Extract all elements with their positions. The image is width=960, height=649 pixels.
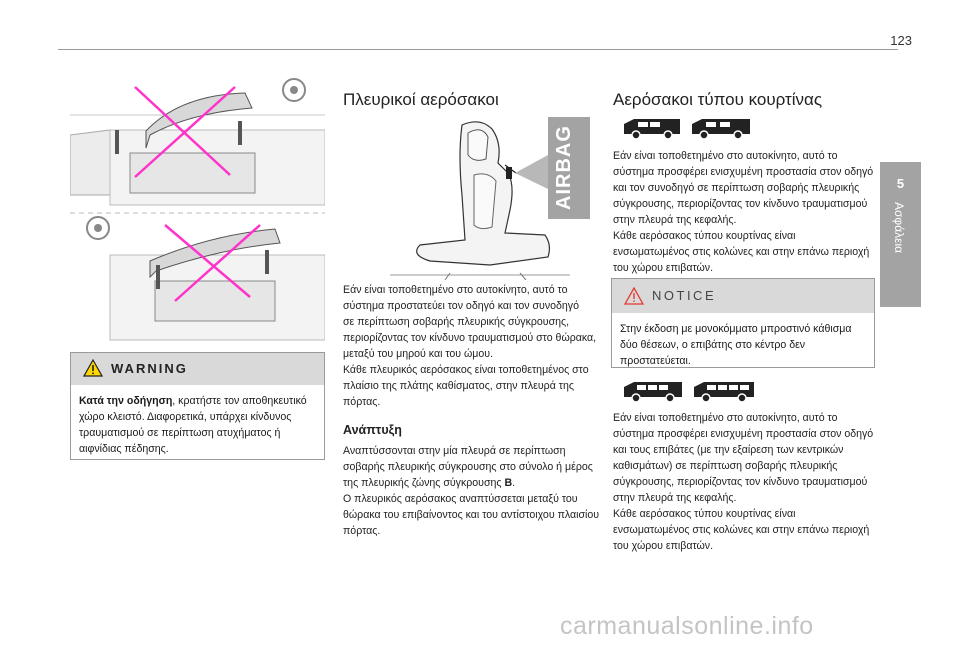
paragraph-line: Εάν είναι τοποθετημένο στο αυτοκίνητο, α… bbox=[613, 150, 838, 162]
paragraph-line: Κάθε πλευρικός αερόσακος είναι τοποθετημ… bbox=[343, 364, 589, 376]
airbag-label: AIRBAG bbox=[553, 125, 575, 211]
notice-triangle-icon bbox=[624, 287, 644, 305]
notice-line: προστατεύεται. bbox=[620, 355, 691, 367]
chapter-label: Ασφάλεια bbox=[892, 202, 906, 254]
deployment-heading: Ανάπτυξη bbox=[343, 423, 402, 437]
chapter-number: 5 bbox=[896, 176, 905, 191]
paragraph-line: Εάν είναι τοποθετημένο στο αυτοκίνητο, α… bbox=[343, 284, 568, 296]
paragraph-line: Αναπτύσσονται στην μία πλευρά σε περίπτω… bbox=[343, 445, 566, 457]
paragraph-line: της πλευρικής ζώνης σύγκρουσης bbox=[343, 477, 505, 489]
long-van-icon bbox=[624, 382, 682, 403]
warning-line: τραυματισμού σε περίπτωση ατυχήματος ή bbox=[79, 427, 281, 439]
warning-text: Κατά την οδήγηση, κρατήστε τον αποθηκευτ… bbox=[79, 393, 319, 457]
short-van-icon bbox=[624, 119, 680, 140]
paragraph-line: περιορίζοντας τον κίνδυνο τραυματισμού σ… bbox=[343, 332, 597, 344]
paragraph-line: θώρακα του επιβαίνοντος και του αντίστοι… bbox=[343, 509, 600, 521]
notice-title: NOTICE bbox=[652, 288, 717, 303]
storage-compartment-illustration bbox=[70, 75, 325, 345]
paragraph-line: σοβαρής πλευρικής σύγκρουσης στο σύνολο … bbox=[343, 461, 593, 473]
paragraph-line: στην πλευρά της κεφαλής. bbox=[613, 214, 737, 226]
paragraph-line: σύστημα προσφέρει ενισχυμένη προστασία σ… bbox=[613, 428, 874, 440]
paragraph-line: ενσωματωμένος στις κολώνες και στην επάν… bbox=[613, 246, 870, 258]
paragraph-line: Εάν είναι τοποθετημένο στο αυτοκίνητο, α… bbox=[613, 412, 838, 424]
header-rule bbox=[58, 49, 898, 50]
punctuation: . bbox=[512, 477, 516, 489]
steering-wheel-icon-2 bbox=[86, 216, 110, 240]
short-van-icon-2 bbox=[692, 119, 750, 140]
paragraph-line: και τον συνοδηγό σε περίπτωση σοβαρής πλ… bbox=[613, 182, 860, 194]
curtain-airbags-heading: Αερόσακοι τύπου κουρτίνας bbox=[613, 90, 823, 109]
side-airbags-heading: Πλευρικοί αερόσακοι bbox=[343, 90, 499, 109]
warning-header bbox=[71, 353, 324, 385]
paragraph-line: σύγκρουσης, περιορίζοντας τον κίνδυνο τρ… bbox=[613, 476, 868, 488]
paragraph-line: σύστημα προστατεύει τον οδηγό και τον συ… bbox=[343, 300, 579, 312]
notice-box: NOTICE Στην έκδοση με μονοκόμματο μπροστ… bbox=[611, 278, 875, 368]
warning-line: , κρατήστε τον αποθηκευτικό bbox=[172, 395, 307, 407]
watermark: carmanualsonline.info bbox=[560, 612, 814, 640]
chapter-tab[interactable]: 5 Ασφάλεια bbox=[880, 162, 921, 307]
paragraph-line: Κάθε αερόσακος τύπου κουρτίνας είναι bbox=[613, 508, 796, 520]
curtain-airbags-text-a: Εάν είναι τοποθετημένο στο αυτοκίνητο, α… bbox=[613, 148, 883, 276]
notice-header bbox=[612, 279, 874, 313]
notice-line: Στην έκδοση με μονοκόμματο μπροστινό κάθ… bbox=[620, 323, 852, 335]
deployment-text: Αναπτύσσονται στην μία πλευρά σε περίπτω… bbox=[343, 443, 608, 539]
paragraph-line: στην πλευρά της κεφαλής. bbox=[613, 492, 737, 504]
paragraph-line: και τους επιβάτες (με την εξαίρεση των κ… bbox=[613, 444, 844, 456]
paragraph-line: καθισμάτων) σε περίπτωση σοβαρής πλευρικ… bbox=[613, 460, 838, 472]
steering-wheel-icon bbox=[282, 78, 306, 102]
warning-triangle-icon bbox=[83, 359, 103, 377]
warning-line: αιφνίδιας πέδησης. bbox=[79, 443, 169, 455]
paragraph-line: σύστημα προσφέρει ενισχυμένη προστασία σ… bbox=[613, 166, 874, 178]
paragraph-line: πόρτας. bbox=[343, 396, 381, 408]
zone-letter: B bbox=[504, 477, 513, 489]
warning-line: χώρο κλειστό. Διαφορετικά, υπάρχει κίνδυ… bbox=[79, 411, 292, 423]
warning-lead: Κατά την οδήγηση bbox=[79, 395, 173, 407]
long-van-icon-2 bbox=[694, 382, 754, 403]
paragraph-line: σύγκρουσης, περιορίζοντας τον κίνδυνο τρ… bbox=[613, 198, 868, 210]
paragraph-line: μεταξύ του μηρού και του ώμου. bbox=[343, 348, 494, 360]
paragraph-line: πλαίσιο της πλάτης καθίσματος, στην πλευ… bbox=[343, 380, 574, 392]
notice-line: δύο θέσεων, ο επιβάτης στο κέντρο δεν bbox=[620, 339, 806, 351]
side-airbags-text: Εάν είναι τοποθετημένο στο αυτοκίνητο, α… bbox=[343, 282, 608, 410]
paragraph-line: Κάθε αερόσακος τύπου κουρτίνας είναι bbox=[613, 230, 796, 242]
warning-title: WARNING bbox=[111, 361, 188, 376]
paragraph-line: του χώρου επιβατών. bbox=[613, 262, 714, 274]
seat-airbag-illustration bbox=[390, 117, 590, 280]
paragraph-line: Ο πλευρικός αερόσακος αναπτύσσεται μεταξ… bbox=[343, 493, 578, 505]
paragraph-line: του χώρου επιβατών. bbox=[613, 540, 714, 552]
warning-box: WARNING Κατά την οδήγηση, κρατήστε τον α… bbox=[70, 352, 325, 460]
paragraph-line: σε περίπτωση σοβαρής πλευρικής σύγκρουση… bbox=[343, 316, 570, 328]
paragraph-line: ενσωματωμένος στις κολώνες και στην επάν… bbox=[613, 524, 870, 536]
curtain-airbags-text-b: Εάν είναι τοποθετημένο στο αυτοκίνητο, α… bbox=[613, 410, 883, 554]
paragraph-line: πόρτας. bbox=[343, 525, 381, 537]
page-number: 123 bbox=[890, 33, 912, 48]
notice-text: Στην έκδοση με μονοκόμματο μπροστινό κάθ… bbox=[620, 321, 870, 369]
